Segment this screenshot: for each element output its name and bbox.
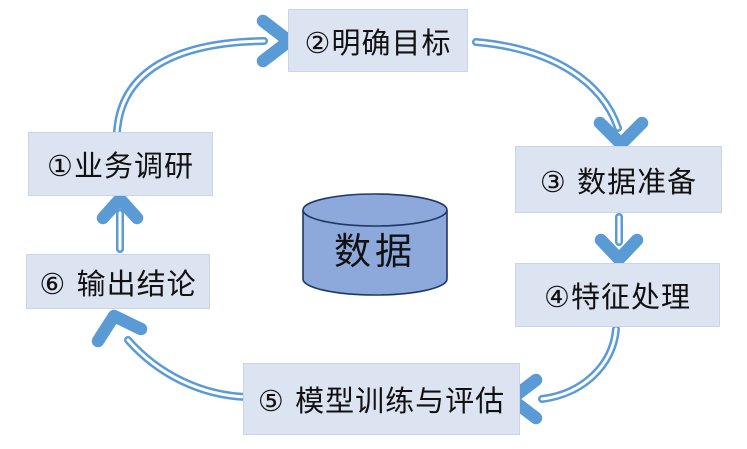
database-cylinder-icon xyxy=(302,193,448,296)
step-label-1: ①业务调研 xyxy=(47,149,194,183)
step-box-business-research: ①业务调研 xyxy=(28,132,213,196)
step-label-5: ⑤ 模型训练与评估 xyxy=(257,384,506,418)
step-label-4: ④特征处理 xyxy=(544,280,691,314)
database-label: 数据 xyxy=(334,230,416,273)
arrow-step5-to-step6-icon xyxy=(91,309,250,401)
arrow-step3-to-step4-icon xyxy=(594,213,644,266)
step-label-3: ③ 数据准备 xyxy=(539,164,698,199)
arrow-step1-to-step2-icon xyxy=(113,14,296,136)
arrow-step6-to-step1-icon xyxy=(96,192,144,253)
arrow-step2-to-step3-icon xyxy=(472,38,649,151)
step-box-model-training-evaluation: ⑤ 模型训练与评估 xyxy=(243,363,520,435)
step-box-feature-processing: ④特征处理 xyxy=(515,263,720,327)
step-box-define-goal: ②明确目标 xyxy=(288,9,468,72)
step-box-output-conclusion: ⑥ 输出结论 xyxy=(26,254,210,309)
step-label-6: ⑥ 输出结论 xyxy=(39,266,197,301)
arrow-step4-to-step5-icon xyxy=(504,325,620,425)
step-box-data-preparation: ③ 数据准备 xyxy=(515,146,722,213)
step-label-2: ②明确目标 xyxy=(304,25,452,60)
